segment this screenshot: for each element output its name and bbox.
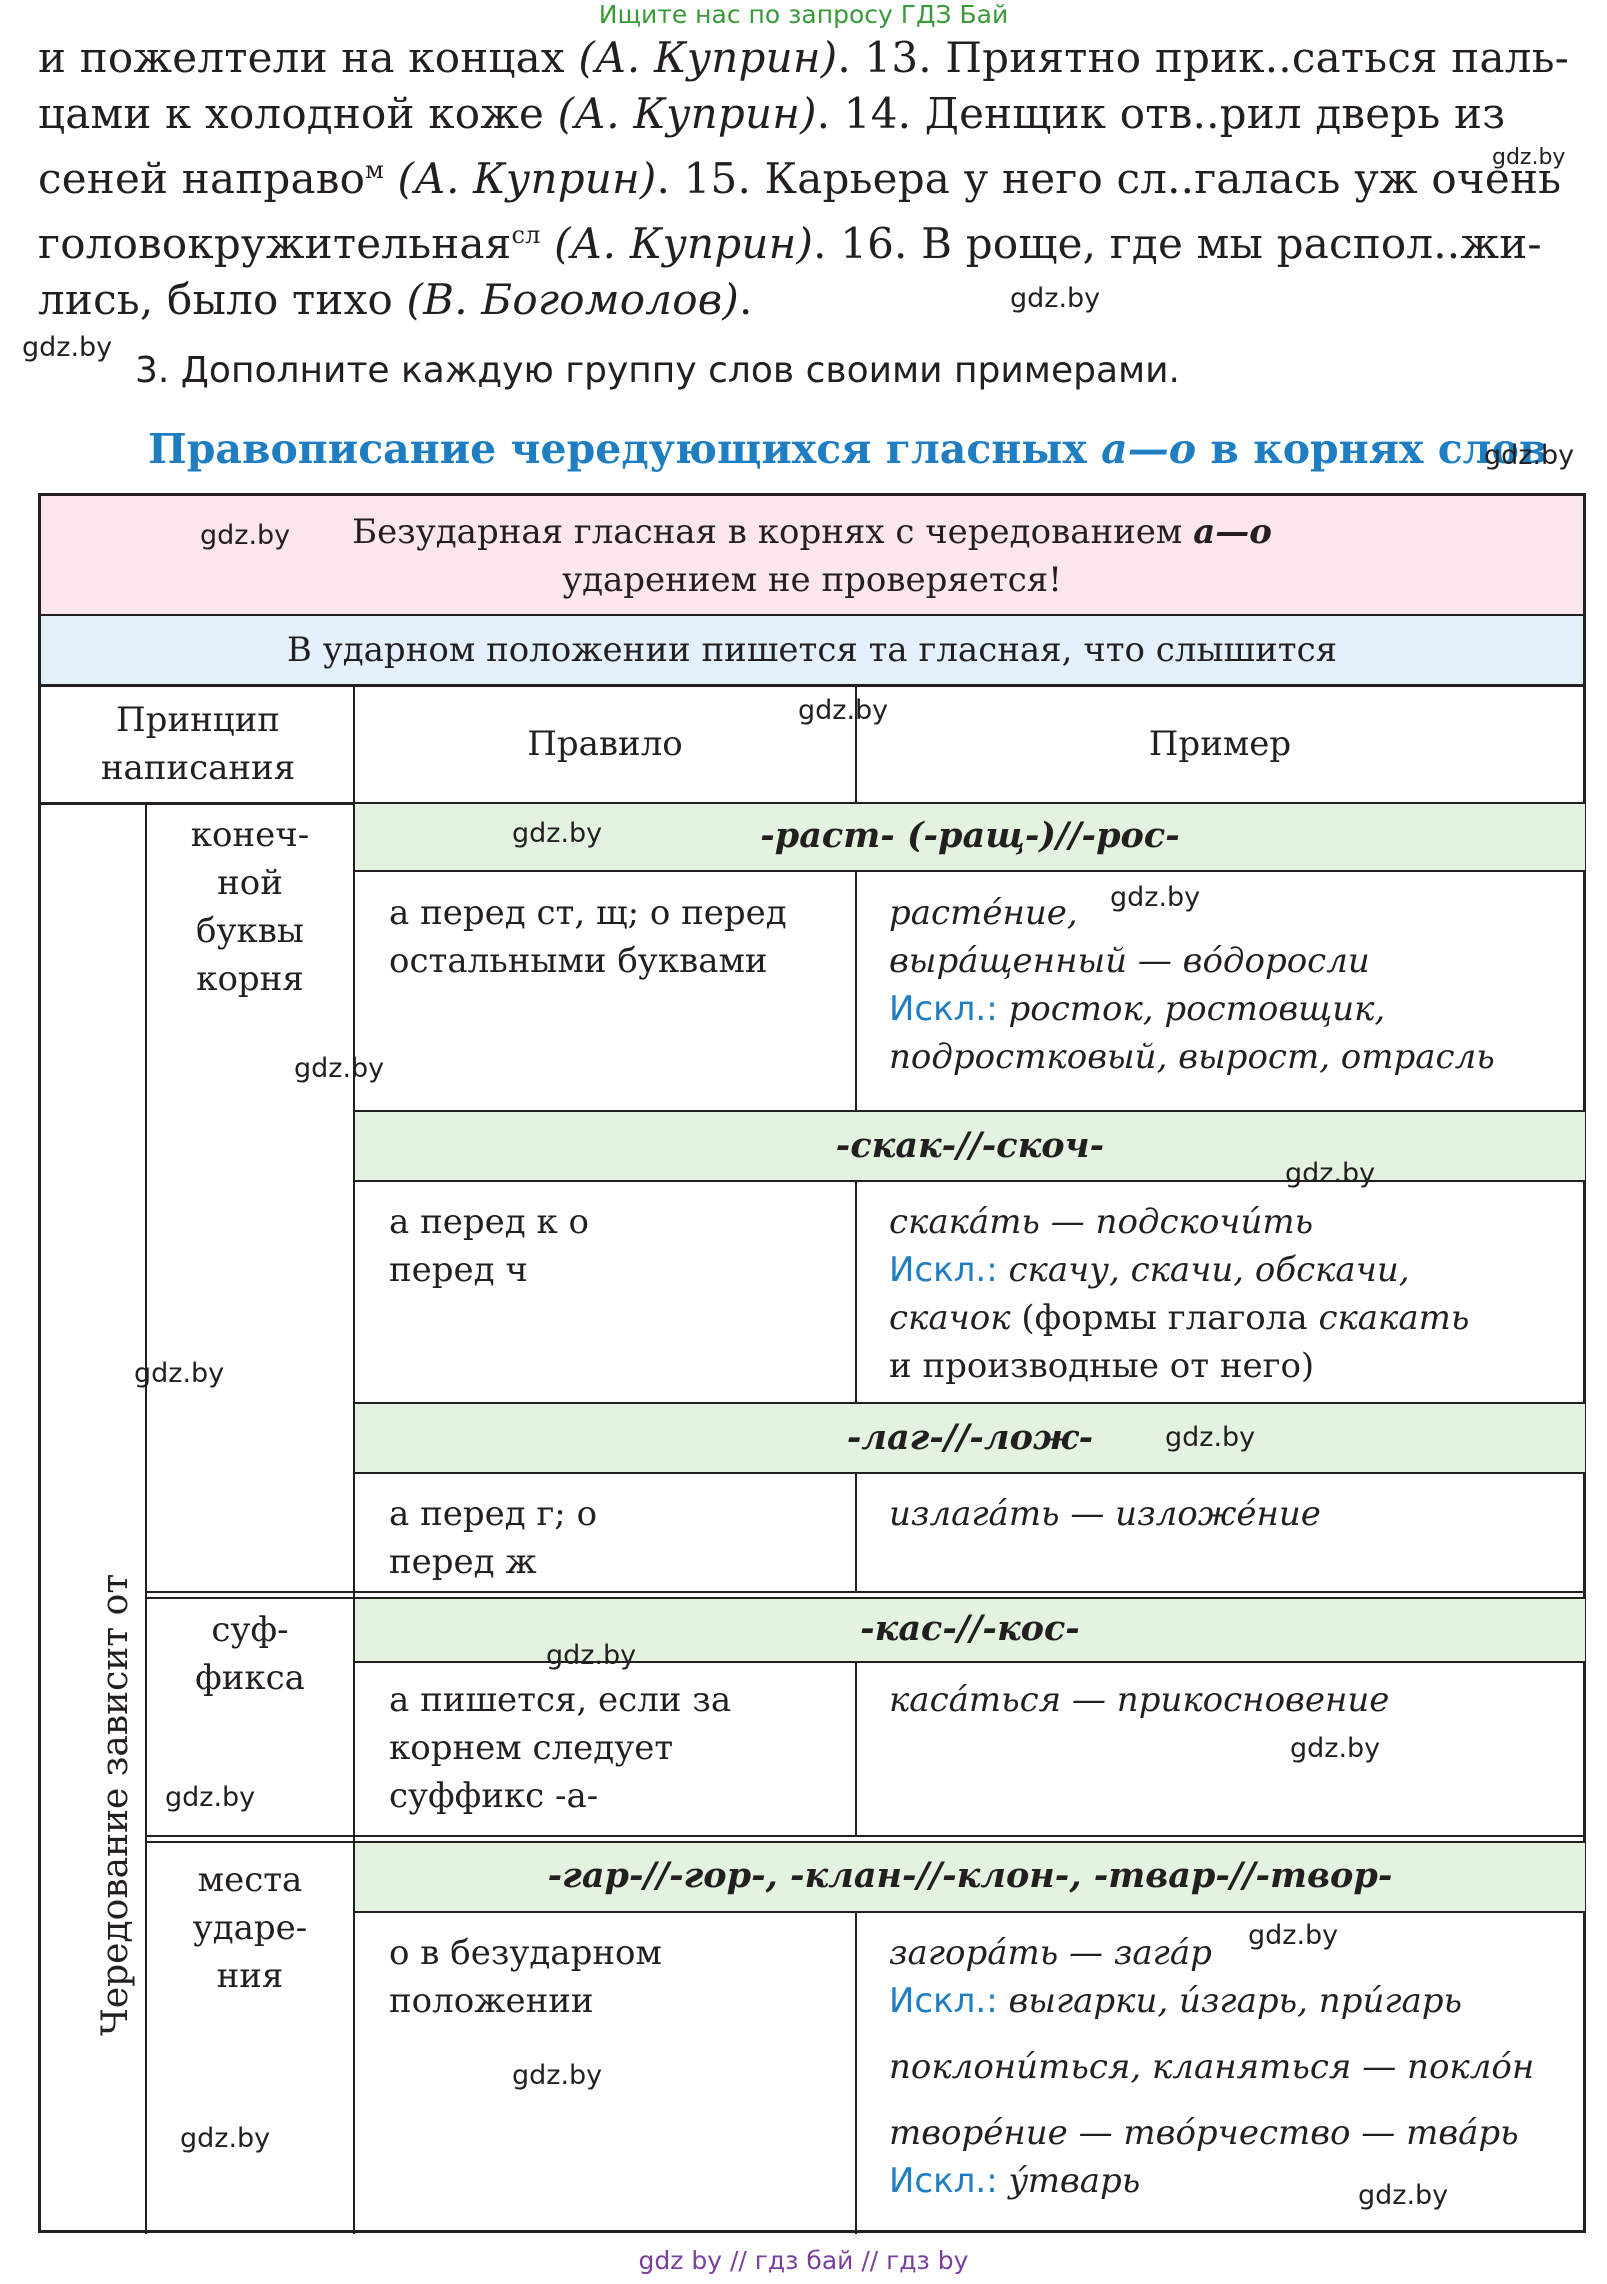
watermark: gdz.by xyxy=(180,2123,271,2154)
watermark: gdz.by xyxy=(1285,1158,1376,1189)
rules-table: Безударная гласная в корнях с чередовани… xyxy=(38,493,1586,2234)
divider-col1 xyxy=(353,684,355,2234)
watermark: gdz.by xyxy=(1248,1920,1339,1951)
rule-3: а перед г; о перед ж xyxy=(389,1494,598,1582)
root-bar-2: -скак-//-скоч- xyxy=(355,1110,1585,1182)
group-label-root-end: конеч-ной буквы корня xyxy=(190,815,310,999)
root-bar-4: -кас-//-кос- xyxy=(355,1599,1585,1663)
text-line-4: головокружительнаясл (А. Куприн). 16. В … xyxy=(38,219,1542,268)
col-header-principle: Принцип написания xyxy=(100,700,296,788)
divider-r5 xyxy=(855,1913,857,2234)
watermark: gdz.by xyxy=(546,1640,637,1671)
group-sep-1a xyxy=(145,1591,1585,1593)
group-sep-1b xyxy=(145,1597,1585,1599)
top-link[interactable]: Ищите нас по запросу ГДЗ Бай xyxy=(598,0,1009,29)
group-sep-2b xyxy=(145,1841,1585,1843)
text-line-2: цами к холодной коже (А. Куприн). 14. Де… xyxy=(38,89,1506,138)
example-4: касáться — прикосновение xyxy=(889,1680,1390,1720)
watermark: gdz.by xyxy=(1358,2180,1449,2211)
root-bar-1: -раст- (-ращ-)//-рос- xyxy=(355,804,1585,872)
example-5: загорáть — загáр Искл.: выгарки, úзгарь,… xyxy=(889,1933,1535,2201)
watermark: gdz.by xyxy=(1484,440,1575,471)
watermark: gdz.by xyxy=(1110,882,1201,913)
rule-2: а перед к о перед ч xyxy=(389,1202,590,1290)
exercise-text: и пожелтели на концах (А. Куприн). 13. П… xyxy=(38,30,1588,328)
watermark: gdz.by xyxy=(22,332,113,363)
watermark: gdz.by xyxy=(1010,283,1101,314)
task-text: 3. Дополните каждую группу слов своими п… xyxy=(135,350,1181,391)
example-1: растéние, вырáщенный — вóдоросли Искл.: … xyxy=(889,893,1495,1077)
divider-vertical xyxy=(145,804,147,2234)
table-note-pink: Безударная гласная в корнях с чередовани… xyxy=(41,496,1583,616)
text-line-3: сеней направом (А. Куприн). 15. Карьера … xyxy=(38,154,1562,203)
text-line-1: и пожелтели на концах (А. Куприн). 13. П… xyxy=(38,33,1570,82)
vertical-label: Чередование зависит от xyxy=(95,1573,136,2036)
watermark: gdz.by xyxy=(512,818,603,849)
divider-r2 xyxy=(855,1182,857,1402)
footer-links[interactable]: gdz by // гдз бай // гдз by xyxy=(638,2246,969,2275)
table-note-blue: В ударном положении пишется та гласная, … xyxy=(41,616,1583,687)
col-header-example: Пример xyxy=(1148,724,1292,764)
divider-r4 xyxy=(855,1663,857,1835)
divider-r3 xyxy=(855,1474,857,1591)
rule-1: а перед ст, щ; о перед остальными буквам… xyxy=(389,893,787,981)
section-heading: Правописание чередующихся гласных а—о в … xyxy=(148,425,1548,473)
watermark: gdz.by xyxy=(200,520,291,551)
watermark: gdz.by xyxy=(1165,1422,1256,1453)
example-3: излагáть — изложéние xyxy=(889,1494,1321,1534)
text-line-5: лись, было тихо (В. Богомолов). xyxy=(38,275,753,324)
divider-r1 xyxy=(855,872,857,1110)
watermark: gdz.by xyxy=(165,1782,256,1813)
group-sep-2a xyxy=(145,1835,1585,1837)
root-bar-3: -лаг-//-лож- xyxy=(355,1402,1585,1474)
divider-header xyxy=(855,684,857,804)
watermark: gdz.by xyxy=(1290,1733,1381,1764)
watermark: gdz.by xyxy=(798,695,889,726)
watermark: gdz.by xyxy=(294,1053,385,1084)
rule-4: а пишется, если за корнем следует суффик… xyxy=(389,1680,732,1816)
col-header-rule: Правило xyxy=(527,724,683,764)
rule-5: о в безударном положении xyxy=(389,1933,662,2021)
watermark: gdz.by xyxy=(134,1358,225,1389)
example-2: скакáть — подскочúть Искл.: скачу, скачи… xyxy=(889,1202,1470,1386)
header-divider xyxy=(41,802,1585,805)
group-label-stress: места ударе-ния xyxy=(192,1860,308,1996)
root-bar-5: -гар-//-гор-, -клан-//-клон-, -твар-//-т… xyxy=(355,1843,1585,1913)
watermark: gdz.by xyxy=(512,2060,603,2091)
group-label-suffix: суф-фикса xyxy=(195,1610,305,1698)
watermark: gdz.by xyxy=(1492,145,1566,170)
